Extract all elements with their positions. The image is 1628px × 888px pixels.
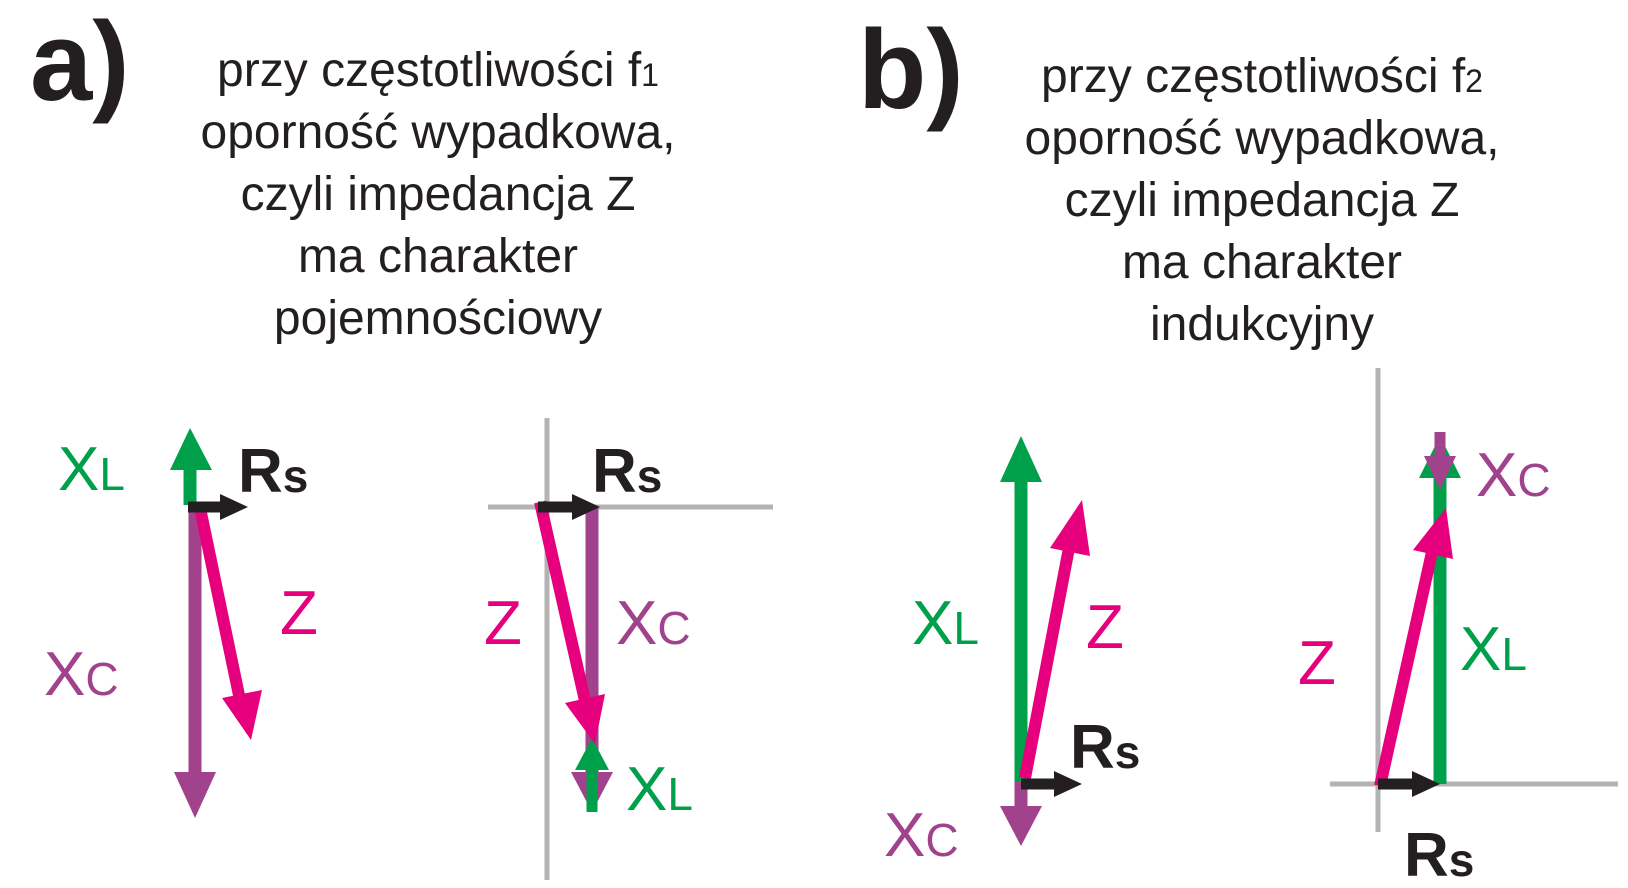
panel-b-label: b) [858, 7, 964, 132]
panel-a-caption-line2: oporność wypadkowa, [201, 106, 676, 159]
b2-z-arrow [1374, 550, 1438, 788]
b2-z-label: Z [1298, 629, 1336, 698]
b1-xc-label: XC [884, 801, 959, 870]
panel-a-caption: przy częstotliwości f1 oporność wypadkow… [201, 44, 676, 345]
a1-rs-label: Rs [238, 437, 308, 506]
panel-b-caption-line2: oporność wypadkowa, [1025, 112, 1500, 165]
a2-z-label: Z [484, 589, 522, 658]
b1-xc-arrowhead [1000, 806, 1042, 846]
b2-xl-label: XL [1460, 615, 1527, 684]
panel-a-caption-line1: przy częstotliwości f1 [217, 44, 659, 97]
a2-z-arrowhead [565, 694, 605, 744]
panel-a-diagram-2: Rs Z XC XL [484, 418, 773, 880]
b1-rs-label: Rs [1070, 713, 1140, 782]
panel-a-caption-line4: ma charakter [298, 230, 578, 283]
b1-z-arrowhead [1050, 500, 1090, 556]
panel-b-caption-line3: czyli impedancja Z [1065, 174, 1460, 227]
b1-z-label: Z [1086, 593, 1124, 662]
panel-b-diagram-1: XL Z Rs XC [884, 436, 1140, 870]
b2-xc-label: XC [1476, 441, 1551, 510]
a2-xc-label: XC [616, 589, 691, 658]
a1-rs-arrowhead [220, 494, 248, 520]
a1-z-arrow [194, 506, 246, 702]
b1-rs-arrowhead [1054, 771, 1082, 797]
b2-rs-arrowhead [1412, 771, 1440, 797]
a1-xc-label: XC [44, 640, 119, 709]
a2-rs-arrowhead [572, 494, 600, 520]
panel-a-label: a) [30, 0, 130, 124]
b2-rs-label: Rs [1404, 821, 1474, 888]
b2-z-arrowhead [1413, 508, 1453, 559]
b2-xc-arrowhead [1424, 456, 1456, 490]
b1-xl-arrowhead [1000, 436, 1042, 482]
a1-z-label: Z [280, 579, 318, 648]
b1-z-arrow [1019, 546, 1075, 780]
a2-xl-arrowhead [575, 738, 609, 770]
a2-z-arrow [534, 500, 592, 707]
b1-xl-label: XL [912, 589, 979, 658]
panel-b-caption-line1: przy częstotliwości f2 [1041, 50, 1483, 103]
a1-xl-label: XL [58, 435, 125, 504]
panel-b-caption-line4: ma charakter [1122, 236, 1402, 289]
panel-b-caption: przy częstotliwości f2 oporność wypadkow… [1025, 50, 1500, 351]
panel-a-caption-line5: pojemnościowy [274, 292, 602, 345]
panel-b-diagram-2: XC XL Z Rs [1298, 368, 1618, 888]
a1-xl-arrowhead [170, 428, 212, 470]
panel-a-diagram-1: XL Rs Z XC [44, 428, 318, 818]
panel-b-caption-line5: indukcyjny [1150, 298, 1374, 351]
a1-z-arrowhead [222, 690, 262, 740]
a2-xl-label: XL [626, 755, 693, 824]
panel-a-caption-line3: czyli impedancja Z [241, 168, 636, 221]
a1-xc-arrowhead [174, 772, 216, 818]
a2-rs-label: Rs [592, 437, 662, 506]
